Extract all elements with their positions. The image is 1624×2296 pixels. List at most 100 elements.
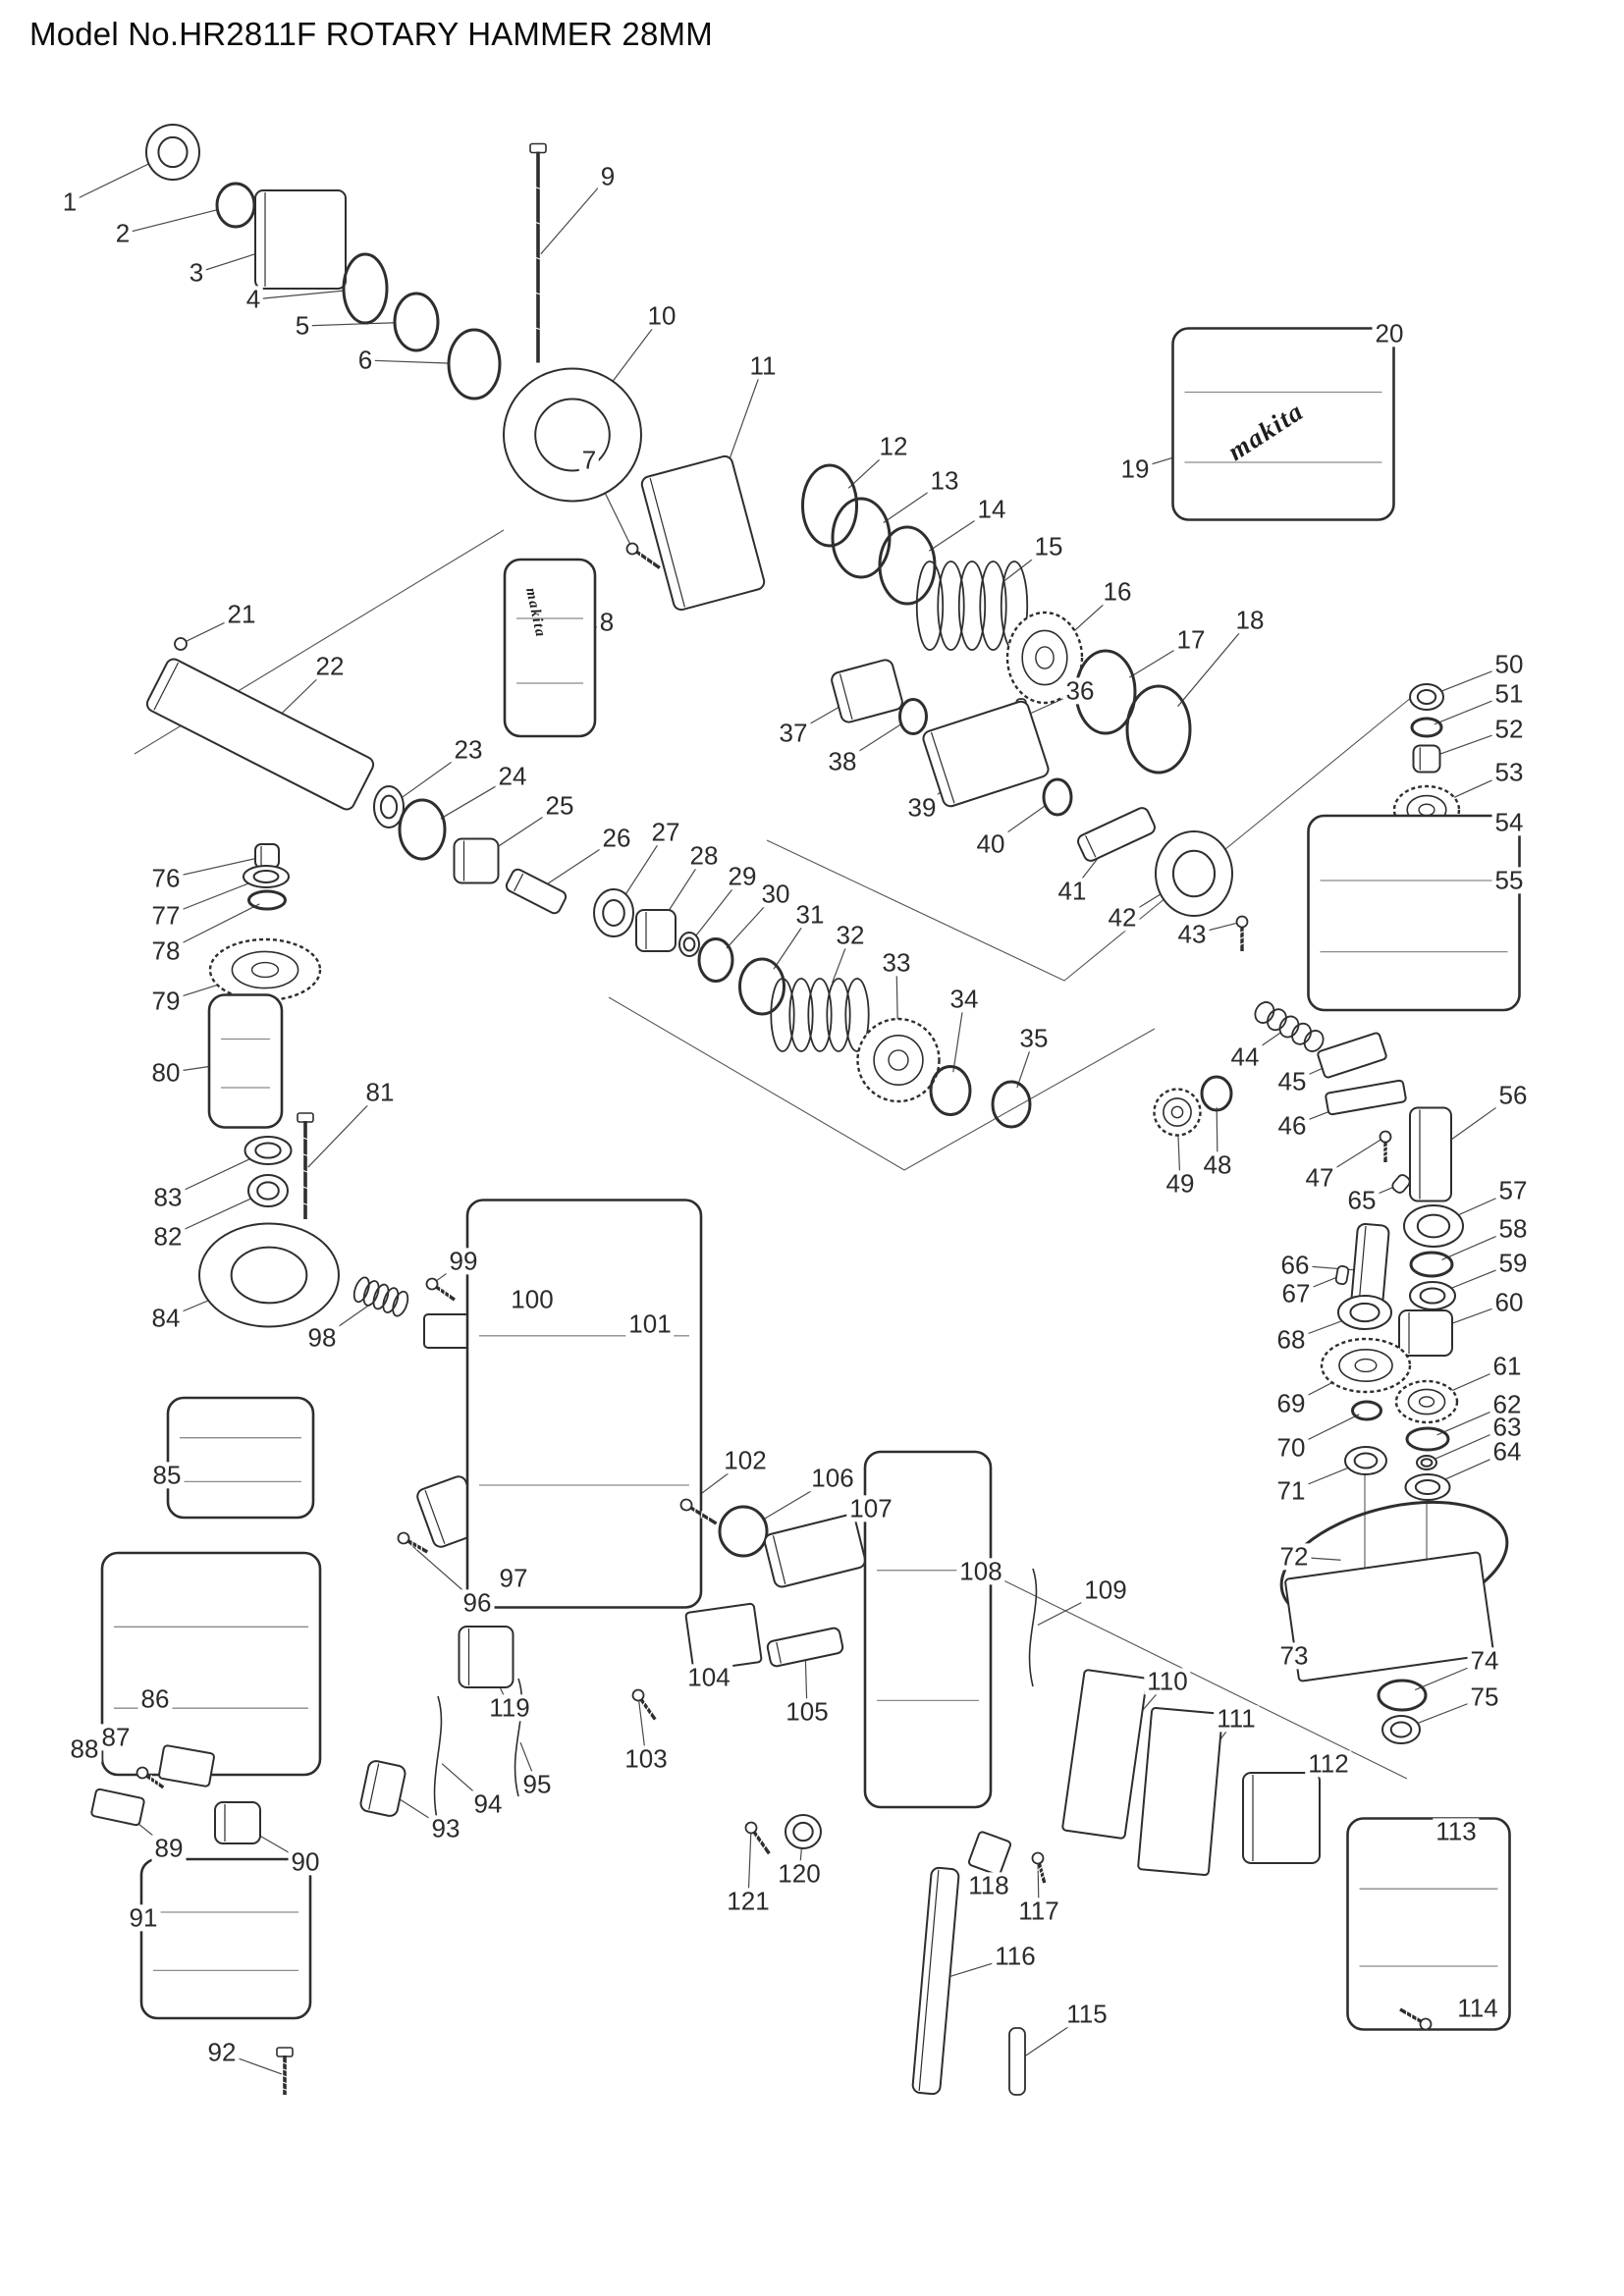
part-shape-60 — [1398, 1309, 1453, 1357]
part-shape-4 — [342, 252, 389, 325]
part-shape-6 — [447, 328, 502, 400]
part-shape-68 — [1337, 1295, 1392, 1330]
part-shape-88 — [135, 1766, 165, 1789]
part-shape-69 — [1320, 1337, 1412, 1394]
part-shape-84 — [198, 1222, 340, 1328]
part-shape-81 — [297, 1112, 314, 1219]
part-shape-50 — [1409, 683, 1444, 711]
part-shape-85 — [166, 1396, 315, 1520]
part-shape-34 — [929, 1065, 972, 1116]
part-shape-94 — [433, 1695, 443, 1825]
part-shape-22 — [145, 658, 375, 811]
part-shape-104 — [684, 1602, 763, 1673]
part-shape-105 — [766, 1627, 844, 1668]
part-shape-33 — [856, 1017, 941, 1103]
part-shape-73 — [1284, 1551, 1494, 1682]
part-shape-79 — [208, 937, 322, 1002]
part-shape-78 — [247, 889, 287, 911]
part-shape-17 — [1074, 649, 1137, 735]
part-shape-62 — [1405, 1426, 1450, 1452]
part-shape-2 — [215, 182, 256, 229]
part-shape-1 — [145, 124, 200, 181]
assembly-group-lines — [134, 529, 1428, 1780]
part-shape-40 — [1042, 777, 1073, 817]
part-shape-89 — [90, 1788, 145, 1827]
part-shape-67 — [1334, 1264, 1350, 1286]
part-shape-5 — [393, 292, 440, 352]
part-shape-42 — [1155, 830, 1233, 917]
part-shape-44 — [1254, 1001, 1325, 1052]
part-shape-112 — [1242, 1772, 1321, 1864]
part-shape-101 — [465, 1199, 703, 1609]
part-shape-12 — [801, 463, 858, 548]
part-shape-28 — [635, 909, 677, 952]
part-shape-61 — [1394, 1379, 1459, 1424]
part-shape-11 — [640, 454, 766, 612]
part-shape-26 — [505, 868, 568, 915]
part-shape-32 — [770, 978, 870, 1052]
part-shape-66 — [1349, 1222, 1390, 1320]
part-shape-109 — [1028, 1568, 1038, 1687]
part-shape-41 — [1077, 807, 1156, 862]
part-shape-110 — [1061, 1669, 1148, 1840]
page-title: Model No.HR2811F ROTARY HAMMER 28MM — [29, 16, 713, 52]
part-shape-96 — [397, 1531, 429, 1554]
part-shape-64 — [1404, 1473, 1451, 1501]
part-shape-75 — [1381, 1715, 1421, 1744]
part-shape-83 — [244, 1136, 293, 1165]
part-shape-39 — [922, 700, 1050, 808]
part-shape-23 — [373, 785, 405, 828]
part-shape-56 — [1409, 1106, 1452, 1202]
part-shape-18 — [1125, 684, 1192, 774]
part-shape-77 — [243, 865, 290, 888]
part-shape-24 — [398, 798, 447, 861]
part-shape-119 — [458, 1626, 514, 1688]
part-shape-91 — [139, 1857, 312, 2020]
part-shape-10 — [503, 367, 642, 503]
part-shape-8 — [503, 558, 597, 738]
part-shape-25 — [453, 837, 500, 884]
part-shape-63 — [1416, 1455, 1437, 1470]
part-shape-99 — [425, 1277, 456, 1302]
part-shape-30 — [697, 937, 734, 983]
part-shape-59 — [1409, 1281, 1456, 1310]
part-shape-52 — [1412, 744, 1441, 774]
part-shape-20 — [1171, 327, 1395, 521]
part-shape-46 — [1325, 1079, 1407, 1116]
part-shape-45 — [1317, 1032, 1387, 1079]
part-shape-3 — [254, 189, 347, 290]
part-shape-121 — [744, 1821, 771, 1855]
part-shape-43 — [1235, 915, 1249, 951]
part-shape-71 — [1344, 1446, 1387, 1475]
part-shape-80 — [207, 993, 284, 1129]
part-shape-82 — [247, 1174, 289, 1207]
part-shape-114 — [1399, 2007, 1433, 2031]
part-shape-120 — [785, 1814, 822, 1849]
part-shape-70 — [1351, 1400, 1382, 1421]
part-shape-21 — [174, 637, 188, 651]
part-shape-16 — [1005, 611, 1084, 705]
part-shape-90 — [214, 1801, 261, 1844]
part-shape-118 — [967, 1831, 1012, 1876]
part-shape-108 — [863, 1450, 993, 1809]
part-shape-48 — [1200, 1075, 1233, 1112]
part-shape-37 — [831, 659, 903, 723]
part-shape-7 — [625, 542, 661, 569]
part-shape-65 — [1391, 1174, 1411, 1194]
part-shape-117 — [1031, 1851, 1047, 1884]
part-shape-111 — [1137, 1707, 1223, 1876]
part-shape-95 — [514, 1678, 523, 1797]
part-shape-102 — [679, 1498, 718, 1525]
part-shape-113 — [1346, 1817, 1511, 2031]
part-shape-86 — [100, 1551, 322, 1777]
part-shape-29 — [678, 932, 700, 957]
part-shape-106 — [718, 1505, 769, 1558]
part-shape-27 — [593, 888, 634, 937]
part-shape-74 — [1377, 1679, 1428, 1712]
part-shape-93 — [359, 1760, 406, 1817]
part-shape-76 — [254, 843, 280, 869]
part-shape-115 — [1008, 2027, 1026, 2096]
part-shape-49 — [1153, 1088, 1202, 1137]
